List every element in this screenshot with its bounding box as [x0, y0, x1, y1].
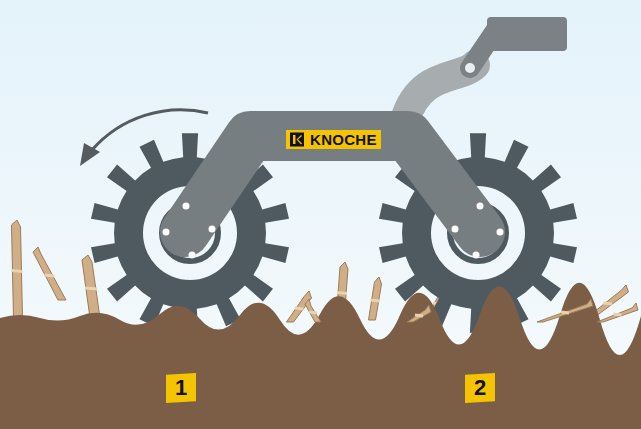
stubble-node — [337, 293, 347, 294]
stubble-node — [415, 315, 423, 316]
stubble-stalk — [537, 299, 593, 322]
stubble-stalk — [369, 277, 382, 320]
stubble-node — [295, 308, 304, 309]
logo-icon — [290, 133, 304, 147]
stubble-stalk — [12, 220, 23, 318]
brand-logo: KNOCHE — [286, 130, 381, 149]
stubble-node — [603, 303, 612, 304]
soil — [0, 283, 641, 429]
stubble-node — [45, 275, 55, 276]
stubble-node — [561, 312, 569, 313]
arrow-head — [80, 143, 100, 166]
stubble-node — [614, 314, 622, 315]
callout-number: 2 — [465, 373, 495, 403]
stubble-node — [309, 312, 317, 313]
stubble-stalk — [407, 305, 431, 322]
stubble-node — [12, 271, 23, 272]
pivot-pin — [465, 63, 475, 73]
bolts — [163, 203, 504, 259]
stubble-stalk — [33, 247, 66, 300]
stubble-node — [371, 300, 380, 301]
stubble-node — [85, 288, 97, 289]
frame — [185, 136, 480, 232]
mount-bracket — [487, 17, 567, 51]
stubble — [287, 291, 639, 322]
callout-number: 1 — [166, 373, 196, 403]
stubble-stalk — [82, 255, 100, 318]
stubble-stalk — [597, 303, 638, 322]
stubble-stalk — [305, 299, 321, 322]
